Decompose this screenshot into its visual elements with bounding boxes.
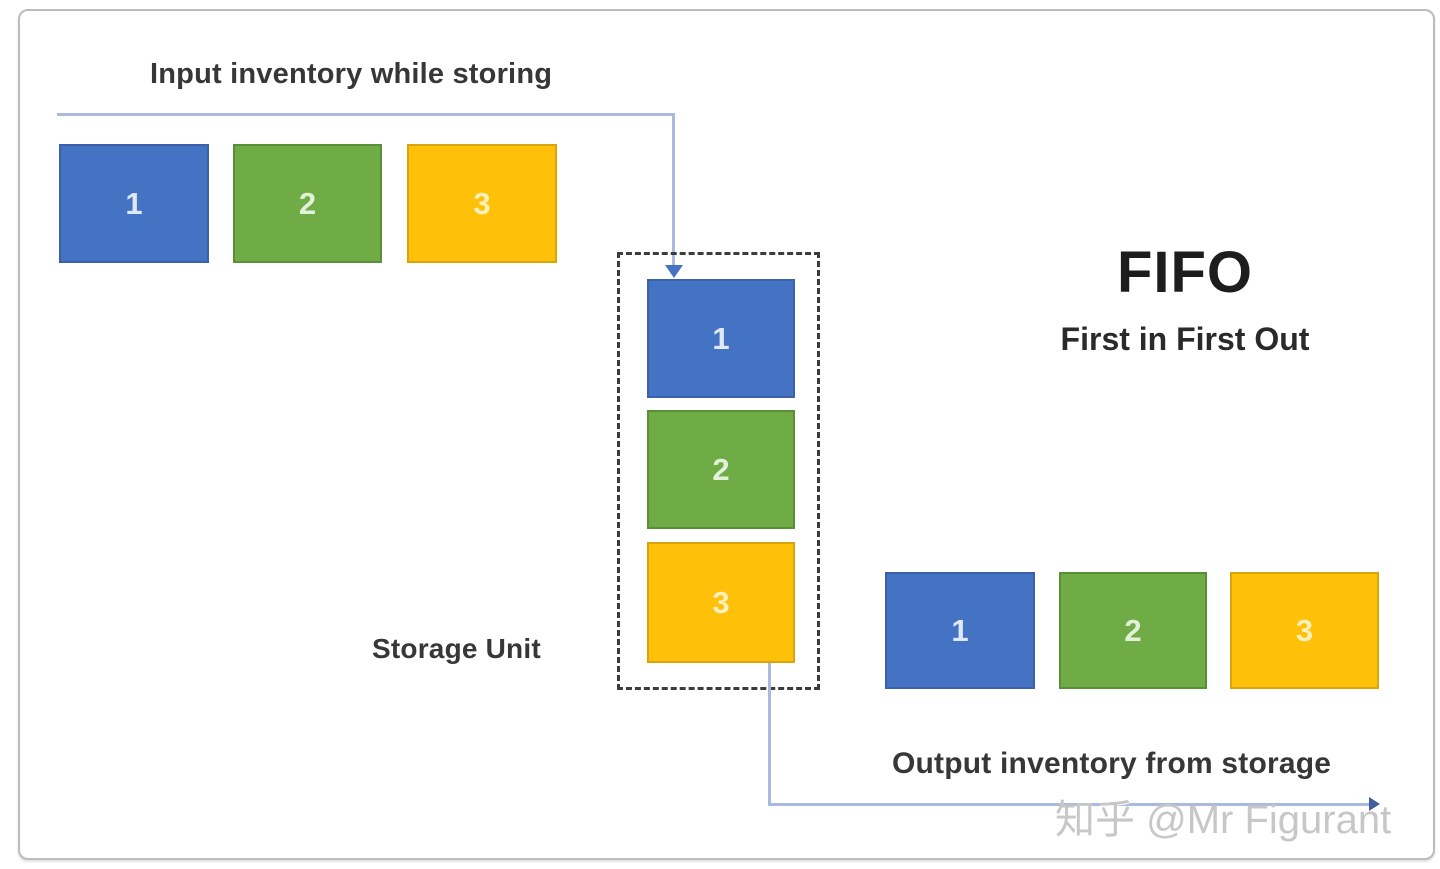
input-box-3: 3 [407, 144, 557, 263]
output-connector-horizontal-line [768, 803, 1370, 806]
input-flow-label: Input inventory while storing [150, 58, 553, 90]
storage-unit-dashed-border [617, 252, 820, 690]
storage-box-3: 3 [647, 542, 795, 663]
fifo-title: FIFO [1116, 240, 1254, 305]
output-connector-vertical-line [768, 663, 771, 805]
input-arrowhead-icon [665, 265, 683, 278]
storage-box-1: 1 [647, 279, 795, 398]
output-flow-label: Output inventory from storage [892, 747, 1332, 780]
fifo-subtitle: First in First Out [1060, 321, 1310, 357]
storage-unit-label: Storage Unit [372, 633, 541, 664]
output-box-2: 2 [1059, 572, 1207, 689]
input-box-1: 1 [59, 144, 209, 263]
input-connector-vertical-line [672, 113, 675, 266]
output-box-3: 3 [1230, 572, 1379, 689]
output-box-1: 1 [885, 572, 1035, 689]
input-box-2: 2 [233, 144, 382, 263]
storage-box-2: 2 [647, 410, 795, 529]
input-connector-horizontal-line [57, 113, 675, 116]
diagram-canvas: Input inventory while storing 1 2 3 1 2 … [18, 9, 1435, 860]
output-arrowhead-icon [1369, 797, 1380, 811]
watermark-text: 知乎 @Mr Figurant [1055, 798, 1392, 842]
